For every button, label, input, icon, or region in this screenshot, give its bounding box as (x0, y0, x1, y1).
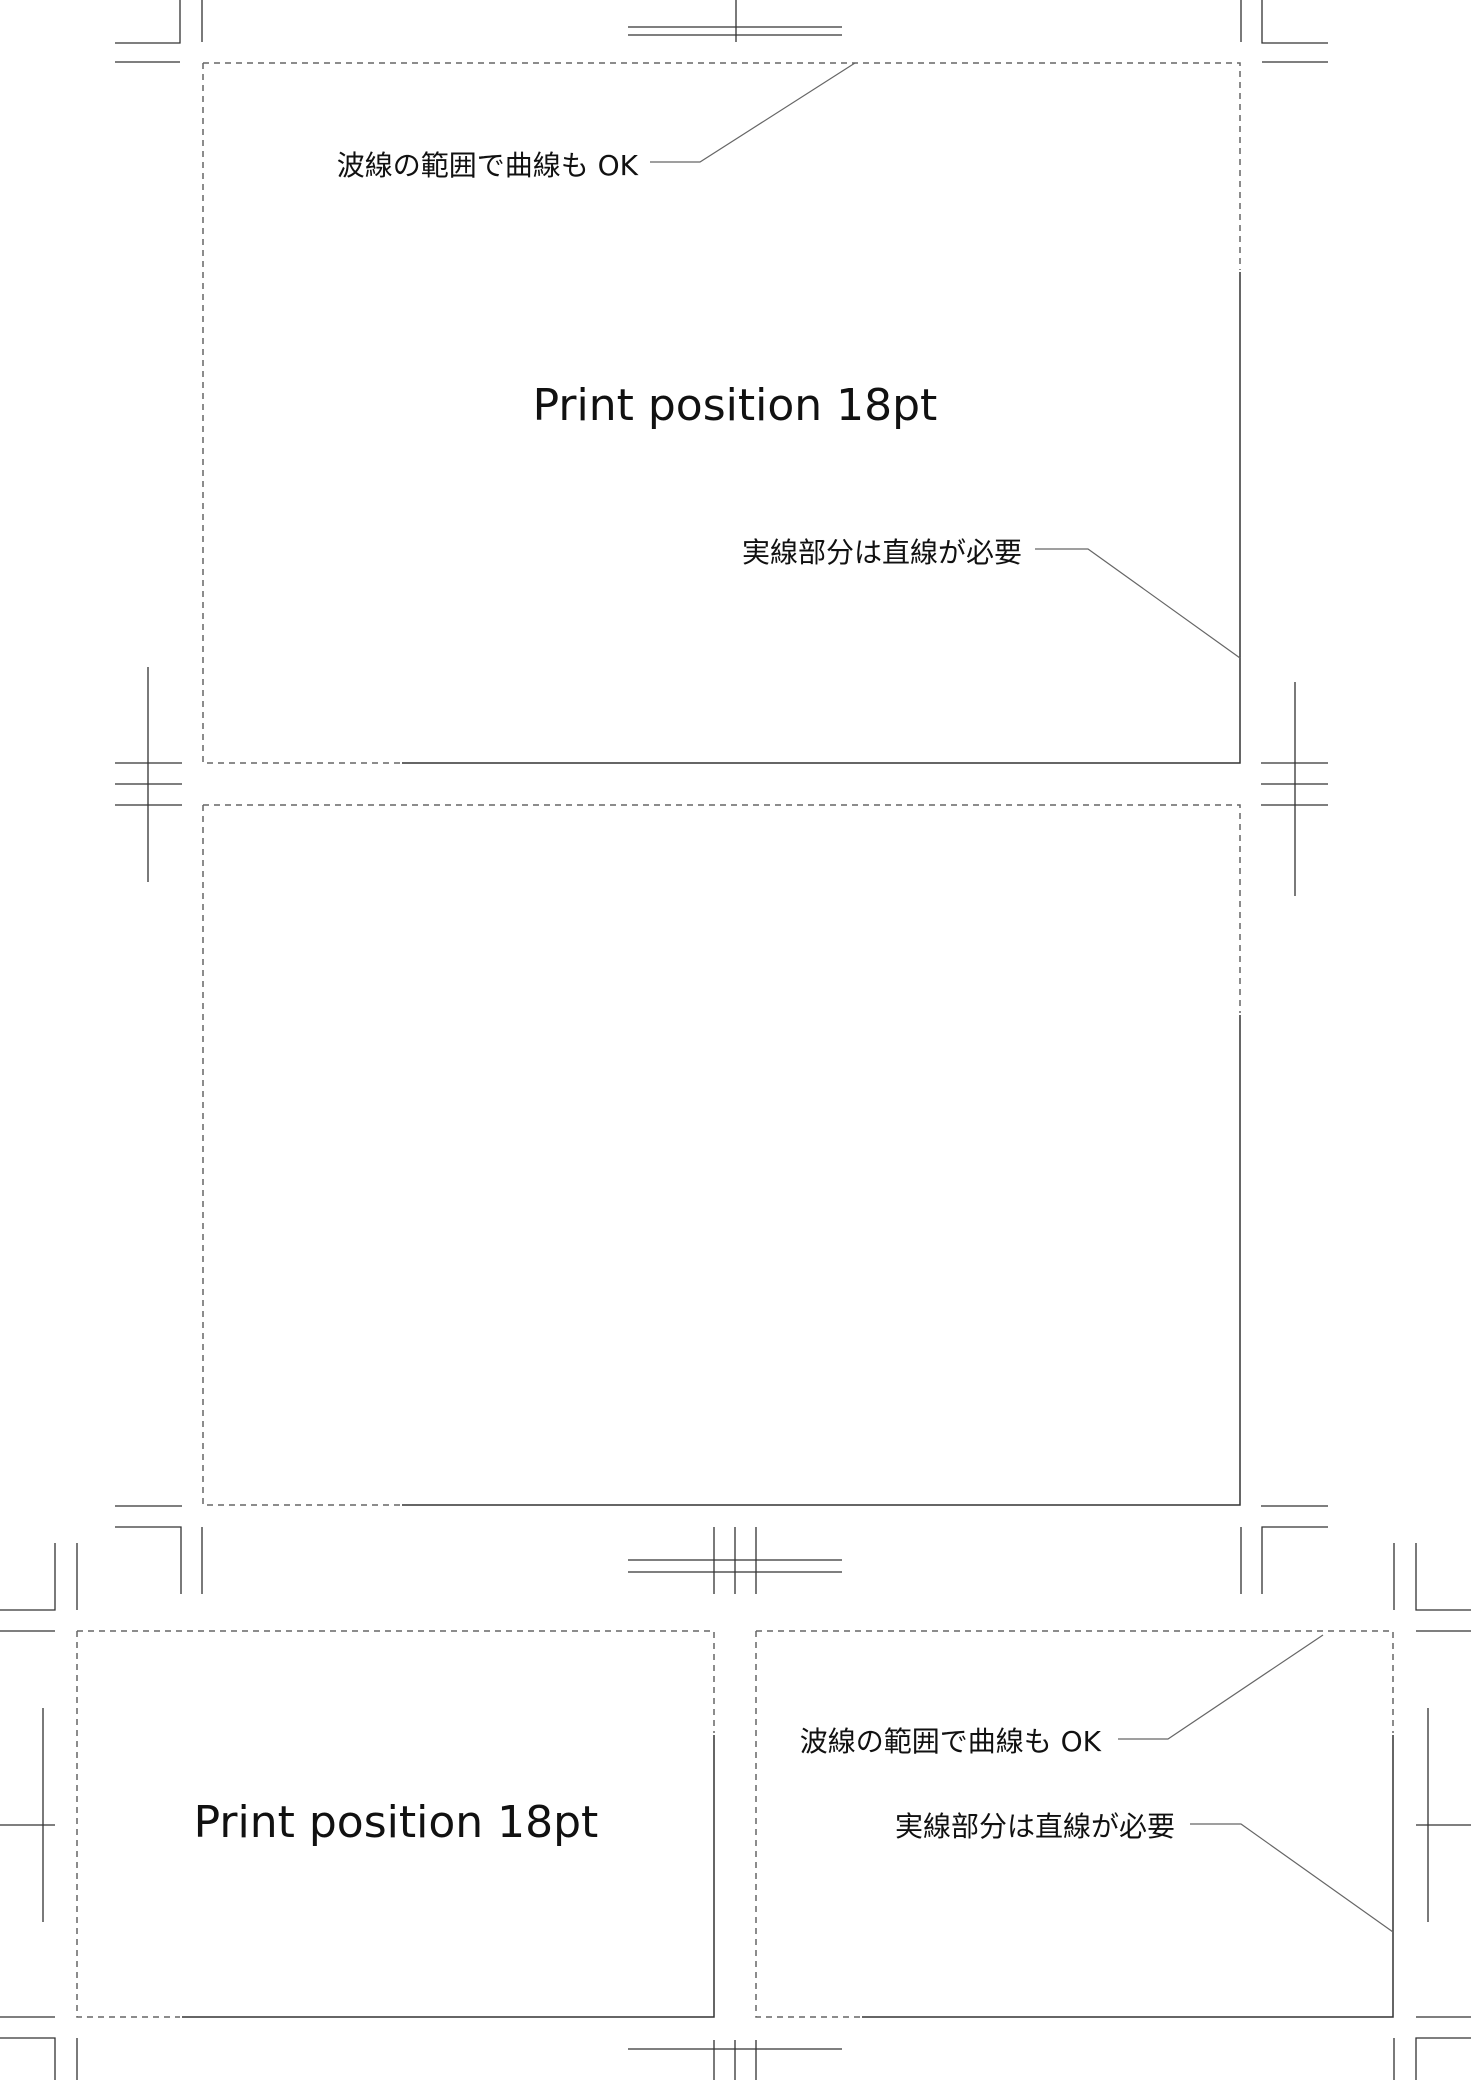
leader-solid-required-bottom (1190, 1823, 1394, 1933)
crop-mark-top-right (1240, 0, 1328, 63)
bottom-left-print-position-label: Print position 18pt (194, 1797, 599, 1848)
register-mark-left-middle (115, 667, 182, 882)
bottom-right-panel (755, 1630, 1394, 2018)
register-mark-bottom-left-side (0, 1708, 55, 1922)
bottom-left-panel-dashed-edge (76, 1630, 715, 2018)
crop-mark-bottom-left-top (0, 1543, 78, 1632)
bottom-right-wavy-ok-label: 波線の範囲で曲線も OK (800, 1725, 1102, 1758)
top-panel-solid-required-label: 実線部分は直線が必要 (742, 536, 1022, 569)
top-panel (202, 62, 1241, 764)
bottom-left-panel (76, 1630, 715, 2018)
bottom-right-solid-required-label: 実線部分は直線が必要 (895, 1810, 1175, 1843)
middle-panel-solid-edge (402, 1015, 1241, 1506)
register-mark-middle-bottom-center (628, 1527, 842, 1594)
top-panel-wavy-ok-label: 波線の範囲で曲線も OK (337, 149, 639, 182)
crop-mark-bottom-right-bottom (1393, 2016, 1471, 2080)
crop-mark-bottom-right-top (1393, 1543, 1471, 1632)
crop-mark-top-left (115, 0, 203, 63)
leader-wavy-ok-bottom (1118, 1634, 1324, 1740)
top-panel-print-position-label: Print position 18pt (533, 380, 938, 431)
crop-mark-bottom-left-bottom (0, 2016, 78, 2080)
bottom-left-panel-solid-edge (182, 1735, 715, 2018)
crop-mark-middle-bottom-left (115, 1505, 203, 1594)
bottom-right-panel-solid-edge (862, 1735, 1394, 2018)
register-mark-bottom-right-side (1416, 1708, 1471, 1922)
middle-panel-dashed-edge (202, 804, 1241, 1506)
top-panel-dashed-edge (202, 62, 1241, 764)
crop-mark-middle-bottom-right (1240, 1505, 1328, 1594)
leader-wavy-ok-top (650, 62, 856, 163)
register-mark-bottom-center (628, 2040, 842, 2080)
register-mark-top-center (628, 0, 842, 42)
bottom-right-panel-dashed-edge (755, 1630, 1394, 2018)
leader-lines (650, 62, 1394, 1933)
top-panel-solid-edge (402, 272, 1241, 764)
leader-solid-required-top (1035, 548, 1241, 659)
register-mark-right-middle (1261, 682, 1328, 896)
middle-panel (202, 804, 1241, 1506)
